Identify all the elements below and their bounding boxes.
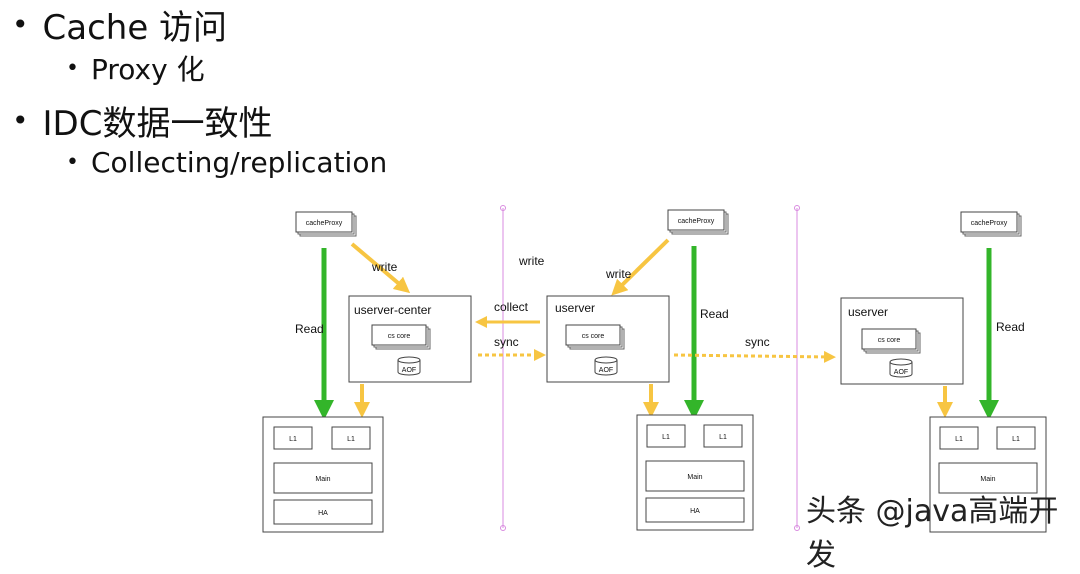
main-label: Main xyxy=(687,474,702,481)
idc-divider-left xyxy=(500,205,506,531)
bullet-text: IDC数据一致性 xyxy=(42,104,273,144)
read-label-middle: Read xyxy=(700,307,729,321)
collect-label: collect xyxy=(494,300,529,314)
aof-label: AOF xyxy=(599,367,613,374)
l1-label: L1 xyxy=(289,436,297,443)
aof-label: AOF xyxy=(894,369,908,376)
write-label-cross: write xyxy=(518,254,545,268)
l1-label: L1 xyxy=(662,434,670,441)
main-label: Main xyxy=(315,476,330,483)
bullet-text: Cache 访问 xyxy=(42,8,228,48)
read-label-left: Read xyxy=(295,322,324,336)
storage-box-right: L1 L1 Main xyxy=(929,416,1047,533)
userver-center-label: userver-center xyxy=(354,303,431,317)
cs-core-label: cs core xyxy=(878,337,901,344)
cacheproxy-label: cacheProxy xyxy=(971,220,1008,227)
userver-box-right: userver cs core AOF xyxy=(840,297,964,385)
l1-label: L1 xyxy=(719,434,727,441)
bullet-cache-access: • Cache 访问 xyxy=(12,0,227,49)
cacheproxy-label: cacheProxy xyxy=(678,218,715,225)
cacheproxy-left: cacheProxy xyxy=(295,211,357,237)
bullet-collecting: • Collecting/replication xyxy=(66,146,387,179)
userver-label: userver xyxy=(555,301,595,315)
watermark: 头条 @java高端开发 xyxy=(806,494,1059,573)
bullet-dot: • xyxy=(66,150,79,175)
architecture-diagram: cacheProxy Read write userver-center cs … xyxy=(262,205,1047,533)
cacheproxy-right: cacheProxy xyxy=(960,211,1022,237)
write-label-left: write xyxy=(371,260,398,274)
bullet-dot: • xyxy=(12,104,29,137)
write-arrow-middle xyxy=(611,238,670,296)
bullet-dot: • xyxy=(12,8,29,41)
userver-center-box: userver-center cs core AOF xyxy=(348,295,472,383)
sync-label-right: sync xyxy=(745,335,770,349)
bullet-proxy: • Proxy 化 xyxy=(66,48,205,88)
write-label-middle: write xyxy=(605,267,632,281)
bullet-text: Proxy 化 xyxy=(90,53,205,86)
userver-box-middle: userver cs core AOF xyxy=(546,295,670,383)
cacheproxy-middle: cacheProxy xyxy=(667,209,729,235)
main-label: Main xyxy=(980,476,995,483)
write-arrow-left xyxy=(350,242,411,294)
read-label-right: Read xyxy=(996,320,1025,334)
l1-label: L1 xyxy=(1012,436,1020,443)
sync-arrow-right xyxy=(673,350,836,363)
ha-label: HA xyxy=(690,508,700,515)
idc-divider-right xyxy=(794,205,800,531)
cs-core-label: cs core xyxy=(388,333,411,340)
bullet-dot: • xyxy=(66,55,79,81)
storage-box-left: L1 L1 Main HA xyxy=(262,416,384,533)
bullet-idc-consistency: • IDC数据一致性 xyxy=(12,96,272,145)
sync-label-left: sync xyxy=(494,335,519,349)
l1-label: L1 xyxy=(347,436,355,443)
storage-box-middle: L1 L1 Main HA xyxy=(636,414,754,531)
l1-label: L1 xyxy=(955,436,963,443)
bullet-text: Collecting/replication xyxy=(90,146,388,179)
ha-label: HA xyxy=(318,510,328,517)
cs-core-label: cs core xyxy=(582,333,605,340)
userver-label: userver xyxy=(848,305,888,319)
cacheproxy-label: cacheProxy xyxy=(306,220,343,227)
aof-label: AOF xyxy=(402,367,416,374)
